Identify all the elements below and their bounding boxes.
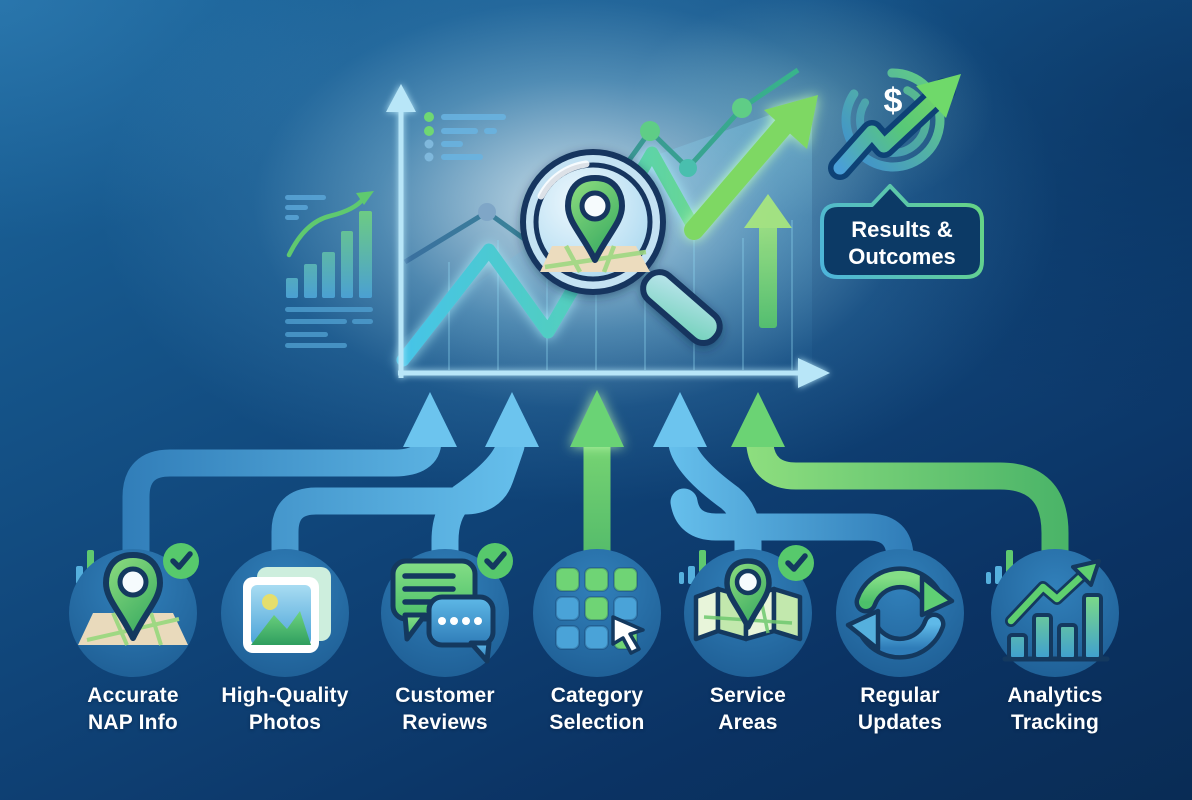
label-line: Analytics xyxy=(1007,684,1103,707)
trend-dot xyxy=(732,98,752,118)
grid-cursor-icon xyxy=(533,549,661,677)
bullet-list-icon xyxy=(424,112,506,162)
refresh-arrows-icon xyxy=(836,549,964,677)
factor-label-regular-updates: Regular Updates xyxy=(805,682,995,736)
chat-bubbles-icon xyxy=(381,543,513,677)
results-badge: Results & Outcomes xyxy=(820,184,984,279)
factor-label-accurate-nap-info: Accurate NAP Info xyxy=(38,682,228,736)
badge-line-1: Results & xyxy=(851,217,953,242)
badge-line-2: Outcomes xyxy=(848,244,956,269)
magnifier-map-pin-icon xyxy=(520,149,723,347)
photo-frame-icon xyxy=(221,549,349,677)
arrowhead-green xyxy=(570,390,624,447)
label-line: High-Quality xyxy=(221,684,349,707)
mini-arrow-head xyxy=(356,191,374,205)
refresh-top-arrow xyxy=(854,566,955,618)
arrowhead-blue xyxy=(653,392,707,447)
flow-arrowheads xyxy=(403,390,785,447)
big-growth-arrow xyxy=(684,95,818,240)
trend-dot xyxy=(679,159,697,177)
label-line: Service xyxy=(709,684,787,707)
lens-map-pin xyxy=(565,175,625,263)
factor-label-category-selection: Category Selection xyxy=(502,682,692,736)
pipe-regular-updates xyxy=(670,488,914,599)
magnifier-handle xyxy=(640,269,723,347)
label-line: Customer xyxy=(395,684,495,707)
label-line: Tracking xyxy=(1011,711,1099,734)
bar-chart-arrow-icon xyxy=(991,549,1119,677)
check-icon xyxy=(477,543,513,579)
factor-label-service-areas: Service Areas xyxy=(653,682,843,736)
factor-label-customer-reviews: Customer Reviews xyxy=(350,682,540,736)
cursor-icon xyxy=(611,615,645,655)
check-icon xyxy=(163,543,199,579)
label-line: Regular xyxy=(860,684,940,707)
factor-label-analytics-tracking: Analytics Tracking xyxy=(960,682,1150,736)
folded-map-pin-icon xyxy=(684,545,814,677)
blue-chat-bubble xyxy=(426,594,496,664)
results-growth-arrow xyxy=(828,74,961,180)
label-line: NAP Info xyxy=(88,711,178,734)
dotted-trend-line xyxy=(403,67,800,265)
trend-dot xyxy=(640,121,660,141)
analytics-arrow xyxy=(1005,559,1101,627)
pipe-accurate-nap xyxy=(122,426,442,599)
label-line: Accurate xyxy=(87,684,179,707)
x-axis-arrow-icon xyxy=(798,358,830,388)
flow-pipes xyxy=(122,424,1069,599)
small-up-arrow-icon xyxy=(744,194,792,328)
arrowhead-blue xyxy=(403,392,457,447)
pipe-reviews xyxy=(431,430,524,599)
refresh-bottom-arrow xyxy=(845,608,946,660)
label-line: Reviews xyxy=(402,711,488,734)
factor-label-high-quality-photos: High-Quality Photos xyxy=(190,682,380,736)
check-icon xyxy=(778,545,814,581)
label-line: Photos xyxy=(248,711,322,734)
label-line: Areas xyxy=(718,711,778,734)
y-axis-arrow-icon xyxy=(386,84,416,112)
pipe-analytics xyxy=(746,432,1069,599)
dollar-sign: $ xyxy=(884,82,903,120)
lens-highlight xyxy=(537,160,590,200)
arrowhead-green xyxy=(731,392,785,447)
mini-bar-chart-icon xyxy=(285,191,374,348)
trend-dot xyxy=(478,203,496,221)
dollar-growth-arrow-icon: $ xyxy=(828,68,961,180)
chart-axes xyxy=(386,84,830,388)
label-line: Category xyxy=(550,684,644,707)
label-line: Updates xyxy=(857,711,943,734)
label-line: Selection xyxy=(549,711,645,734)
arrowhead-blue xyxy=(485,392,539,447)
pipe-service-areas xyxy=(668,430,762,599)
map-pin-on-map-icon xyxy=(69,543,199,677)
